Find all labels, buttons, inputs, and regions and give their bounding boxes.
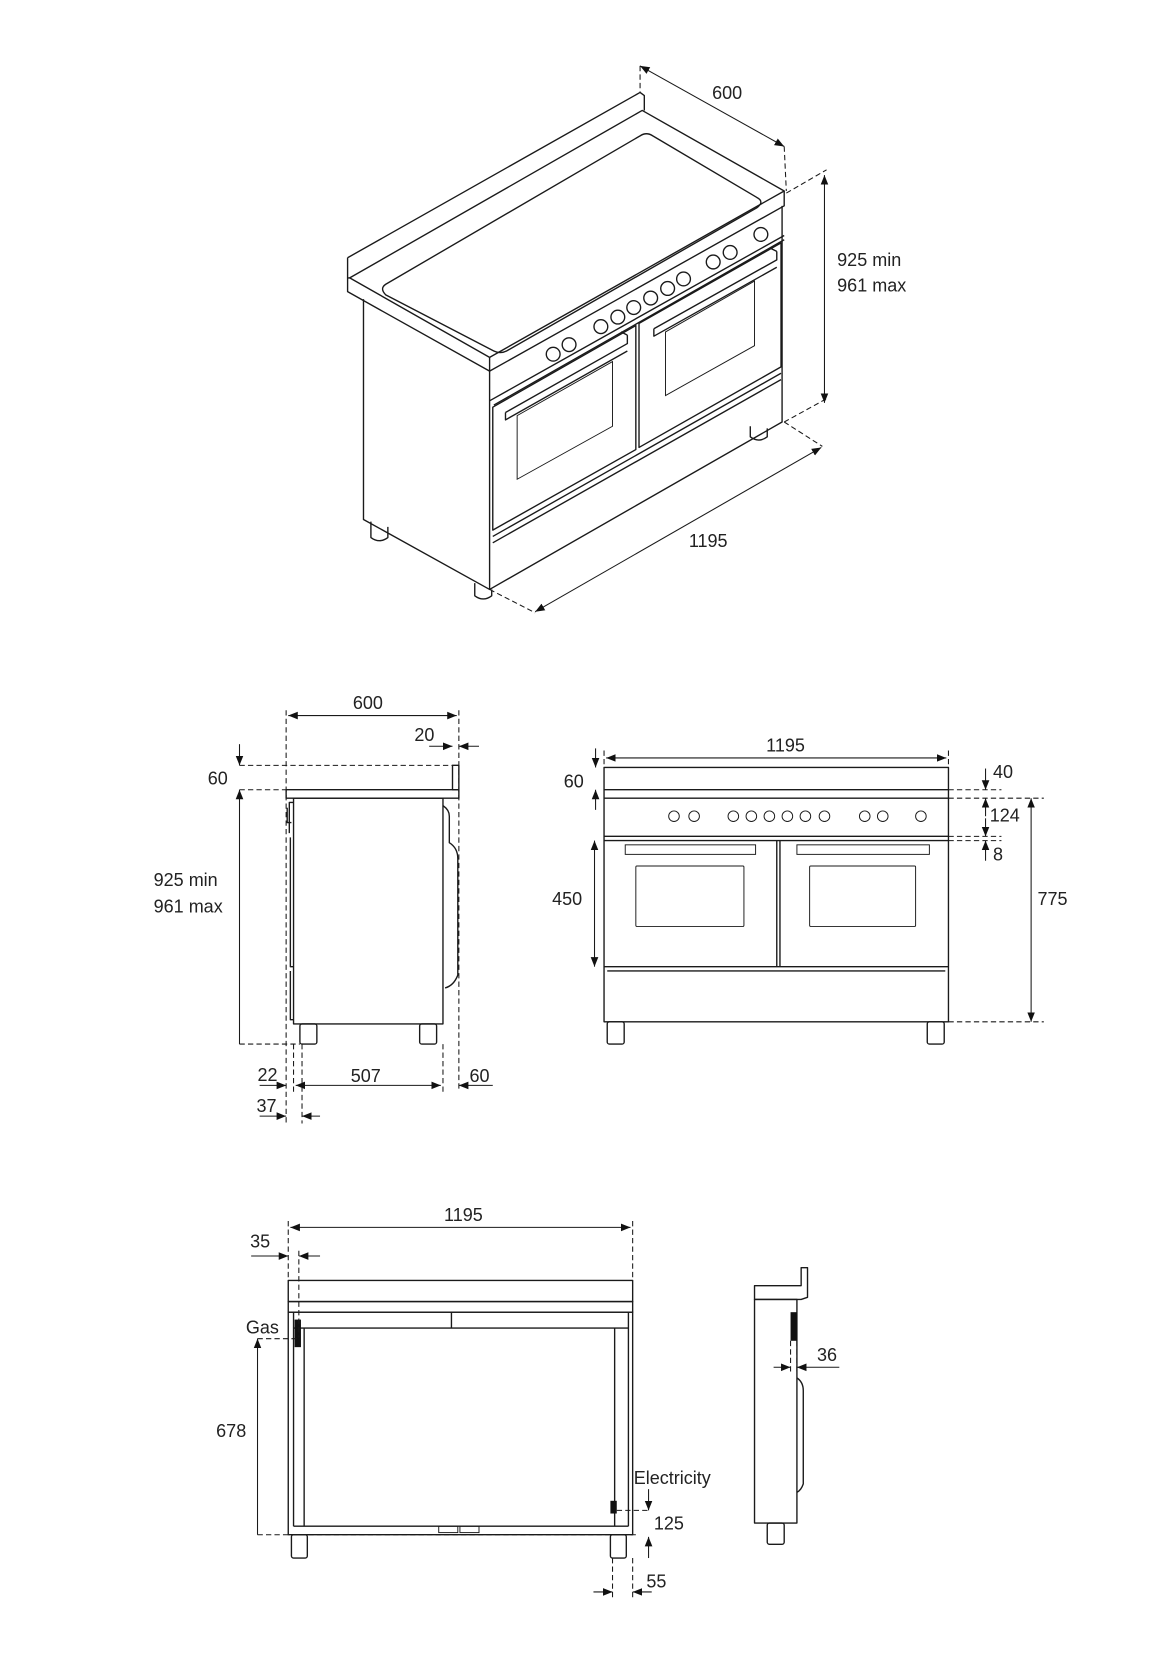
foot bbox=[609, 1534, 627, 1559]
isometric-view: 600 925 min 961 max 1195 bbox=[346, 65, 906, 614]
left-oven-door bbox=[492, 324, 637, 531]
side-view: 600 20 60 925 min 961 max 22 507 60 37 bbox=[154, 693, 493, 1124]
front-offset-label: 22 bbox=[258, 1065, 278, 1085]
knob-icon bbox=[668, 810, 680, 822]
gas-label: Gas bbox=[246, 1317, 279, 1337]
knob-icon bbox=[818, 810, 831, 822]
right-oven-window bbox=[809, 865, 917, 927]
knob-icon bbox=[643, 290, 659, 306]
foot bbox=[299, 1023, 318, 1045]
knob-icon bbox=[660, 280, 676, 297]
depth-dimension-line bbox=[639, 65, 785, 147]
foot bbox=[766, 1522, 785, 1545]
right-oven-handle bbox=[653, 247, 778, 337]
foot bbox=[606, 1021, 625, 1045]
range-cooker-rear bbox=[287, 1279, 634, 1559]
hob-height-label: 775 bbox=[1037, 889, 1067, 909]
electricity-connector bbox=[610, 1500, 617, 1514]
right-oven-door bbox=[638, 242, 782, 449]
width-label: 1195 bbox=[766, 736, 805, 756]
gas-height-label: 678 bbox=[216, 1421, 246, 1441]
rear-offset-label: 60 bbox=[469, 1066, 489, 1086]
gas-connector bbox=[294, 1319, 301, 1348]
knob-icon bbox=[727, 810, 740, 822]
control-panel-height-label: 124 bbox=[990, 806, 1020, 826]
feet-spacing-label: 507 bbox=[351, 1066, 381, 1086]
knob-icon bbox=[561, 337, 577, 353]
rear-view: 1195 35 Gas 678 Electricity 125 55 bbox=[216, 1205, 711, 1599]
gas-offset-label: 35 bbox=[250, 1232, 270, 1252]
depth-label: 600 bbox=[712, 83, 742, 103]
left-oven-window bbox=[635, 865, 745, 927]
range-cooker-side bbox=[285, 764, 460, 1045]
front-foot-offset-label: 37 bbox=[256, 1096, 276, 1116]
foot bbox=[926, 1021, 945, 1045]
knob-icon bbox=[675, 271, 692, 287]
knob-icon bbox=[763, 810, 776, 822]
gas-connector bbox=[790, 1312, 797, 1341]
width-label: 1195 bbox=[689, 531, 728, 551]
top-gap-label: 40 bbox=[993, 762, 1013, 782]
knob-icon bbox=[858, 810, 871, 822]
knob-icon bbox=[545, 346, 561, 362]
control-knobs bbox=[668, 810, 927, 822]
width-dimension-line bbox=[534, 446, 822, 613]
rear-side-view: 36 bbox=[753, 1266, 840, 1545]
height-min-label: 925 min bbox=[154, 870, 218, 890]
height-max-label: 961 max bbox=[154, 897, 223, 917]
foot bbox=[418, 1023, 438, 1045]
knob-icon bbox=[915, 810, 927, 822]
knob-icon bbox=[688, 810, 700, 822]
knob-icon bbox=[610, 309, 626, 325]
front-view: 1195 60 40 124 8 450 775 bbox=[552, 736, 1068, 1045]
backguard-height-label: 60 bbox=[208, 768, 228, 788]
backguard-offset-label: 20 bbox=[414, 725, 434, 745]
control-knobs bbox=[545, 226, 769, 362]
range-cooker-front bbox=[603, 766, 950, 1045]
left-oven-handle bbox=[624, 844, 757, 855]
panel-gap-label: 8 bbox=[993, 845, 1003, 865]
right-oven-handle bbox=[796, 844, 930, 855]
knob-icon bbox=[799, 810, 812, 822]
knob-icon bbox=[876, 810, 889, 822]
knob-icon bbox=[722, 244, 738, 261]
range-cooker-side-small bbox=[753, 1266, 809, 1545]
connection-depth-label: 36 bbox=[817, 1345, 837, 1365]
backguard-height-label: 60 bbox=[564, 772, 584, 792]
height-max-label: 961 max bbox=[837, 276, 906, 296]
foot bbox=[370, 521, 389, 542]
electricity-label: Electricity bbox=[634, 1468, 711, 1488]
hob-surface bbox=[381, 133, 762, 354]
knob-icon bbox=[781, 810, 794, 822]
knob-icon bbox=[626, 299, 642, 316]
knob-icon bbox=[753, 226, 769, 243]
knob-icon bbox=[745, 810, 758, 822]
knob-icon bbox=[705, 254, 721, 270]
oven-height-label: 450 bbox=[552, 889, 582, 909]
range-cooker-isometric bbox=[346, 91, 785, 600]
electricity-height-label: 125 bbox=[654, 1513, 684, 1533]
electricity-offset-label: 55 bbox=[646, 1572, 666, 1592]
foot bbox=[749, 426, 768, 441]
depth-label: 600 bbox=[353, 693, 383, 713]
height-min-label: 925 min bbox=[837, 250, 901, 270]
left-oven-handle bbox=[504, 331, 629, 421]
drawer bbox=[492, 372, 782, 544]
foot bbox=[290, 1534, 309, 1559]
width-label: 1195 bbox=[444, 1205, 483, 1225]
knob-icon bbox=[593, 319, 609, 335]
foot bbox=[474, 583, 493, 600]
